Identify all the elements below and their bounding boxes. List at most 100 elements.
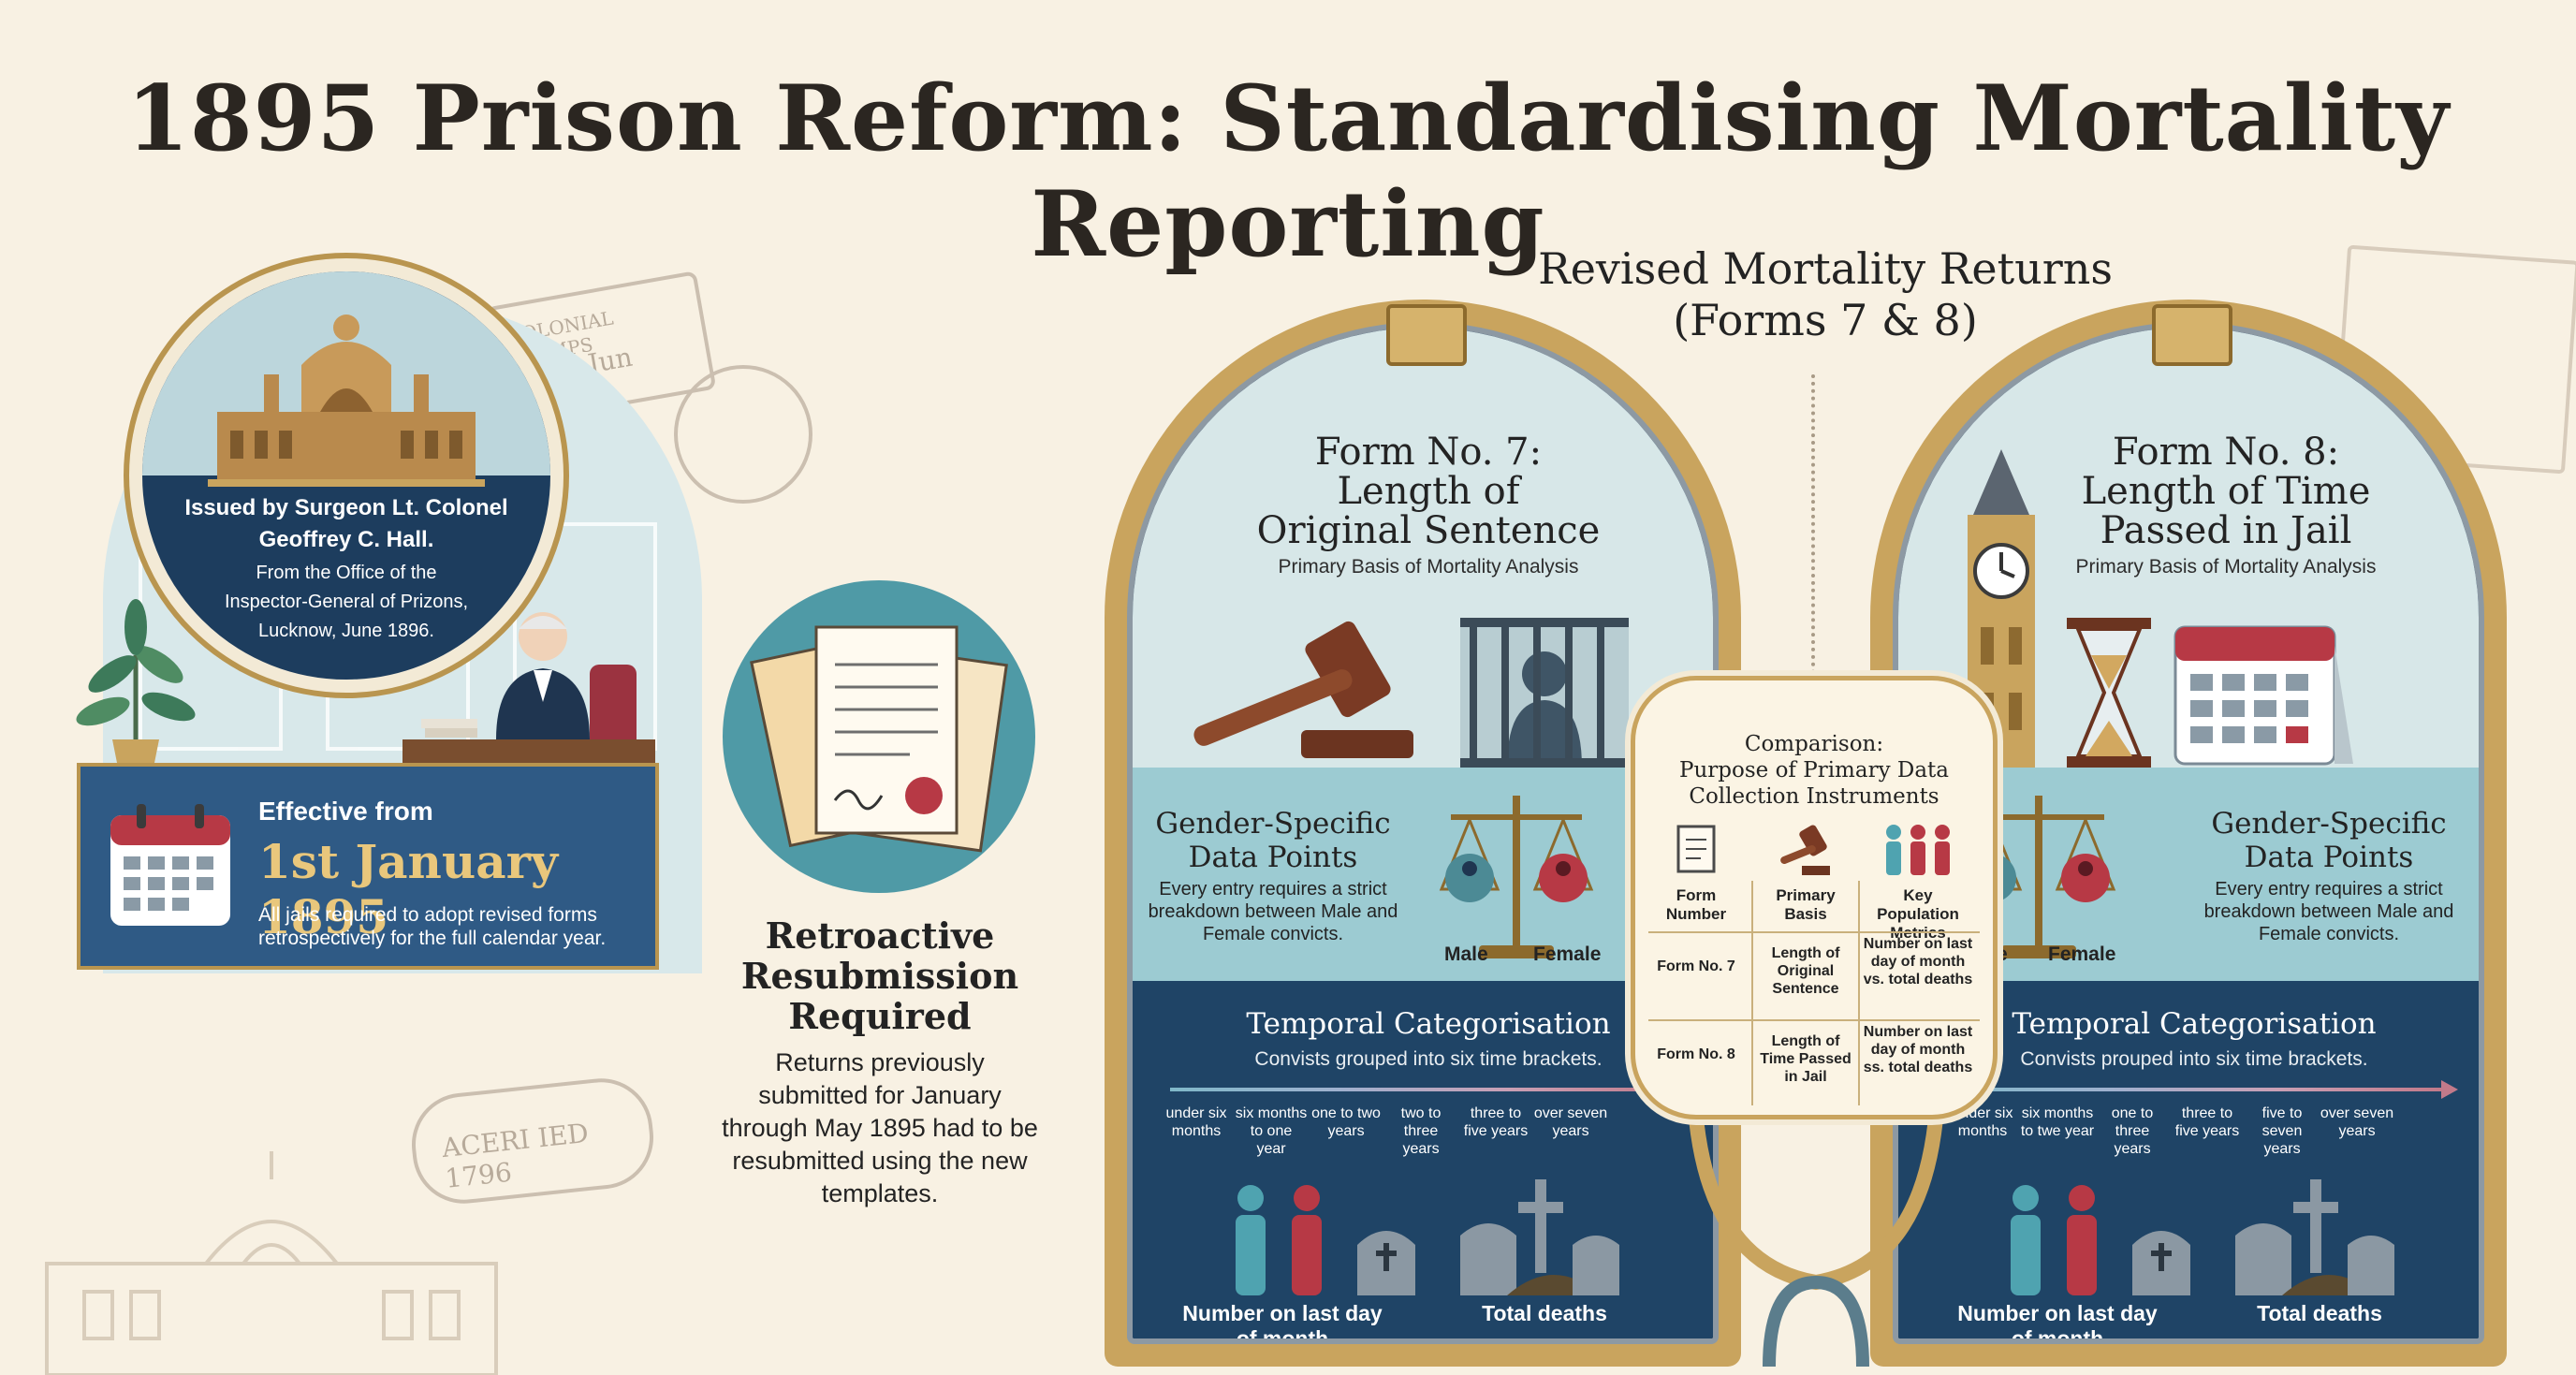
form8-title-line2: Length of Time: [2081, 470, 2371, 513]
calendar-large-icon: [2174, 625, 2353, 766]
retro-title-line1: Retroactive: [765, 914, 995, 957]
form8-gender-text: Every entry requires a strict breakdown …: [2203, 879, 2454, 944]
form8-timeline-arrowhead: [2441, 1080, 2458, 1099]
form7-bracket-4: two to three years: [1400, 1105, 1442, 1157]
comparison-row2-metrics: Number on last day of month ss. total de…: [1863, 1024, 1973, 1075]
page-title: 1895 Prison Reform: Standardising Mortal…: [126, 66, 2450, 277]
comparison-header-basis: Primary Basis: [1776, 886, 1836, 923]
form8-gender-title-line1: Gender-Specific: [2211, 807, 2447, 841]
form7-arch-tab: [1386, 304, 1467, 366]
circular-stamp: [674, 365, 812, 504]
issuer-text: Issued by Surgeon Lt. Colonel Geoffrey C…: [161, 492, 532, 643]
form7-count-label: Number on last day of month: [1182, 1301, 1383, 1344]
form8-temporal-title: Temporal Categorisation: [2012, 1007, 2377, 1041]
form7-bracket-2: six months to one year: [1235, 1105, 1308, 1157]
retro-text: Returns previously submitted for January…: [722, 1048, 1038, 1207]
comparison-header-metrics: Key Population Metrics: [1877, 886, 1959, 942]
form8-gender-title: Gender-Specific Data Points: [2198, 807, 2460, 874]
issuer-medallion: Issued by Surgeon Lt. Colonel Geoffrey C…: [129, 258, 564, 693]
form8-title-line1: Form No. 8:: [2112, 431, 2340, 474]
form8-bracket-1: under six months: [1952, 1105, 2013, 1139]
scroll-icon: [1676, 825, 1716, 873]
issuer-detail2: Inspector-General of Prizons,: [224, 592, 469, 612]
form7-title-line1: Form No. 7:: [1314, 431, 1543, 474]
comparison-title-line1: Comparison:: [1744, 732, 1884, 756]
effective-note: All jails required to adopt revised form…: [258, 904, 607, 949]
comparison-divider-1: [1648, 931, 1980, 933]
form7-temporal-subtitle: Convists grouped into six time brackets.: [1254, 1048, 1603, 1070]
form7-subtitle: Primary Basis of Mortality Analysis: [1278, 556, 1579, 578]
documents-icon: [750, 625, 1008, 853]
form8-gender-title-line2: Data Points: [2244, 841, 2414, 874]
form7-graves-icon: [1460, 1179, 1619, 1295]
population-icon: [1886, 825, 1950, 875]
prison-bars-icon: [1460, 618, 1629, 768]
issuer-line1: Issued by Surgeon Lt. Colonel: [184, 495, 508, 520]
retro-title-line3: Required: [788, 995, 972, 1037]
form8-count-label: Number on last day of month: [1957, 1301, 2158, 1344]
form8-female-label: Female: [2048, 943, 2116, 965]
comparison-divider-2: [1648, 1019, 1980, 1021]
form8-arch-tab: [2152, 304, 2232, 366]
official-figure-icon: [402, 612, 655, 768]
form7-bracket-3: one to two years: [1311, 1105, 1381, 1139]
comparison-title-line3: Collection Instruments: [1689, 784, 1939, 809]
form7-arch: Form No. 7: Length of Original Sentence …: [1105, 300, 1741, 1367]
palace-icon: [208, 314, 485, 487]
form7-female-label: Female: [1533, 943, 1602, 965]
form7-arch-inner: Form No. 7: Length of Original Sentence …: [1127, 322, 1719, 1344]
form7-bracket-6: over seven years: [1533, 1105, 1608, 1139]
form8-people-icon: [2011, 1185, 2097, 1295]
issuer-detail3: Lucknow, June 1896.: [258, 621, 434, 641]
form8-headstone-icon: [2132, 1231, 2190, 1295]
documents-medallion: [723, 580, 1035, 893]
comparison-column-divider-1: [1751, 881, 1753, 1105]
form8-temporal-subtitle: Convists prouped into six time brackets.: [2020, 1048, 2368, 1070]
form7-people-icon: [1236, 1185, 1322, 1295]
form7-timeline-line: [1170, 1088, 1676, 1091]
comparison-title: Comparison: Purpose of Primary Data Coll…: [1654, 731, 1974, 810]
form8-subtitle: Primary Basis of Mortality Analysis: [2075, 556, 2377, 578]
form8-graves-icon: [2235, 1179, 2394, 1295]
issuer-line2: Geoffrey C. Hall.: [258, 527, 434, 552]
hourglass-icon: [2067, 618, 2151, 768]
comparison-panel: Comparison: Purpose of Primary Data Coll…: [1631, 676, 1998, 1119]
form7-title: Form No. 7: Length of Original Sentence: [1166, 432, 1690, 550]
calendar-icon: [110, 804, 230, 926]
form7-bracket-5: three to five years: [1463, 1105, 1529, 1139]
form8-deaths-label: Total deaths: [2257, 1301, 2382, 1325]
plant-icon: [76, 599, 196, 768]
effective-label: Effective from: [258, 797, 433, 826]
form8-bracket-6: over seven years: [2320, 1105, 2394, 1139]
palace-outline-icon: [45, 1151, 498, 1375]
form8-bracket-5: five to seven years: [2261, 1105, 2303, 1157]
form7-temporal-title: Temporal Categorisation: [1246, 1007, 1611, 1041]
form7-gender-text: Every entry requires a strict breakdown …: [1148, 879, 1398, 944]
form8-title: Form No. 8: Length of Time Passed in Jai…: [1992, 432, 2460, 550]
section-title: Revised Mortality Returns (Forms 7 & 8): [1498, 243, 2153, 346]
form8-bracket-4: three to five years: [2174, 1105, 2240, 1139]
comparison-header-form: Form Number: [1665, 886, 1727, 923]
comparison-row2-basis: Length of Time Passed in Jail: [1760, 1033, 1852, 1085]
center-divider: [1811, 374, 1815, 674]
issuer-detail1: From the Office of the: [256, 563, 437, 583]
form7-bracket-1: under six months: [1165, 1105, 1227, 1139]
effective-date: 1st January 1895: [258, 834, 558, 944]
gavel-icon: [1193, 621, 1413, 758]
form7-deaths-label: Total deaths: [1482, 1301, 1607, 1325]
section-title-line1: Revised Mortality Returns: [1538, 243, 2113, 294]
comparison-row2-form: Form No. 8: [1657, 1046, 1735, 1062]
form7-gender-title-line1: Gender-Specific: [1155, 807, 1391, 841]
form7-gender-title-line2: Data Points: [1188, 841, 1358, 874]
form8-timeline-line: [1945, 1088, 2441, 1091]
form7-gender-band: [1133, 768, 1713, 981]
form8-arch: Form No. 8: Length of Time Passed in Jai…: [1870, 300, 2507, 1367]
retro-title-line2: Resubmission: [740, 955, 1019, 997]
small-gavel-icon: [1780, 825, 1830, 875]
comparison-title-line2: Purpose of Primary Data: [1678, 758, 1949, 783]
form8-bracket-2: six months to twe year: [2020, 1105, 2095, 1139]
scales-icon: [1439, 796, 1594, 958]
form8-bracket-3: one to three years: [2111, 1105, 2154, 1157]
connector-swirl: [1687, 1095, 1945, 1367]
comparison-column-divider-2: [1858, 881, 1860, 1105]
